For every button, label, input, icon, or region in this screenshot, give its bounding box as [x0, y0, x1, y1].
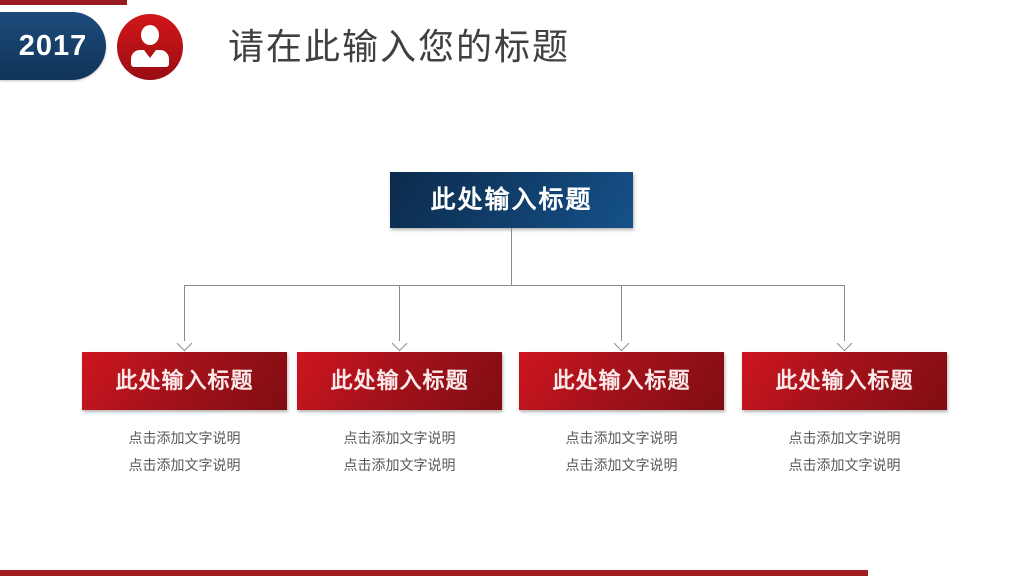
caption-node1-line1[interactable]: 点击添加文字说明	[128, 430, 241, 446]
org-chart-child-node-4[interactable]: 此处输入标题	[742, 352, 947, 410]
person-collar-shape	[144, 50, 156, 58]
org-chart-child-node-1[interactable]: 此处输入标题	[82, 352, 287, 410]
connector-drop-3	[621, 285, 622, 341]
org-chart-child-node-2[interactable]: 此处输入标题	[297, 352, 502, 410]
year-badge-label: 2017	[18, 30, 88, 62]
child-node-label: 此处输入标题	[330, 368, 469, 393]
root-node-label: 此处输入标题	[430, 186, 593, 214]
person-head-shape	[141, 25, 159, 45]
child-node-label: 此处输入标题	[775, 368, 914, 393]
connector-root-vertical	[511, 228, 512, 285]
org-chart-child-node-3[interactable]: 此处输入标题	[519, 352, 724, 410]
caption-node2-line2[interactable]: 点击添加文字说明	[343, 457, 456, 473]
caption-node3-line1[interactable]: 点击添加文字说明	[565, 430, 678, 446]
child-node-label: 此处输入标题	[552, 368, 691, 393]
caption-node4-line2[interactable]: 点击添加文字说明	[788, 457, 901, 473]
business-person-icon	[117, 14, 183, 80]
arrow-down-icon	[176, 335, 193, 352]
arrow-down-icon	[836, 335, 853, 352]
caption-node3-line2[interactable]: 点击添加文字说明	[565, 457, 678, 473]
year-badge: 2017	[0, 12, 106, 80]
bottom-accent-bar	[0, 570, 868, 576]
child-node-label: 此处输入标题	[115, 368, 254, 393]
top-accent-bar	[0, 0, 127, 5]
connector-drop-4	[844, 285, 845, 341]
org-chart-root-node[interactable]: 此处输入标题	[390, 172, 633, 228]
arrow-down-icon	[391, 335, 408, 352]
person-shoulders-shape	[131, 50, 169, 67]
caption-node4-line1[interactable]: 点击添加文字说明	[788, 430, 901, 446]
connector-drop-1	[184, 285, 185, 341]
arrow-down-icon	[613, 335, 630, 352]
caption-node1-line2[interactable]: 点击添加文字说明	[128, 457, 241, 473]
page-title[interactable]: 请在此输入您的标题	[228, 26, 571, 67]
connector-horizontal	[184, 285, 845, 286]
connector-drop-2	[399, 285, 400, 341]
caption-node2-line1[interactable]: 点击添加文字说明	[343, 430, 456, 446]
